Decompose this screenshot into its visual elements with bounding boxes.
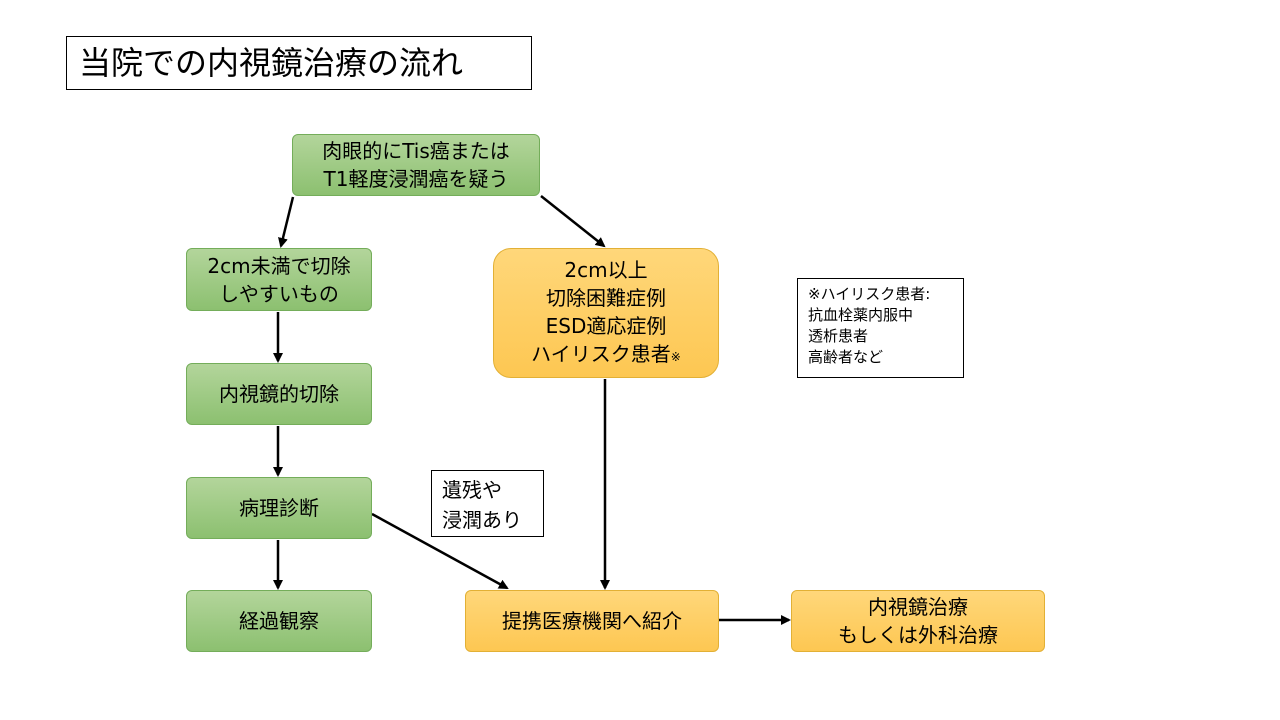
page-title: 当院での内視鏡治療の流れ	[66, 36, 532, 90]
high-risk-item: 高齢者など	[808, 348, 884, 366]
node-line: 内視鏡的切除	[219, 382, 339, 406]
node-line: 提携医療機関へ紹介	[502, 609, 682, 633]
high-risk-heading: ※ハイリスク患者:	[808, 285, 931, 303]
note-line: 遺残や	[442, 478, 502, 502]
node-line: 肉眼的にTis癌または	[322, 139, 510, 163]
node-line: もしくは外科治療	[838, 623, 998, 647]
residual-invasion-note: 遺残や 浸潤あり	[431, 470, 544, 537]
node-line: ハイリスク患者※	[531, 340, 681, 371]
node-follow-up: 経過観察	[186, 590, 372, 652]
high-risk-note: ※ハイリスク患者: 抗血栓薬内服中 透析患者 高齢者など	[797, 278, 964, 378]
high-risk-item: 抗血栓薬内服中	[808, 306, 914, 324]
node-line: T1軽度浸潤癌を疑う	[323, 167, 509, 191]
node-line: 2cm以上	[564, 257, 648, 282]
node-large-lesion: 2cm以上 切除困難症例 ESD適応症例 ハイリスク患者※	[493, 248, 719, 378]
node-treatment: 内視鏡治療 もしくは外科治療	[791, 590, 1045, 652]
arrow-start-to-large	[540, 195, 606, 248]
arrow-start-to-small	[278, 196, 295, 248]
node-line: 切除困難症例	[546, 285, 666, 310]
node-small-lesion: 2cm未満で切除 しやすいもの	[186, 248, 372, 311]
node-line: 病理診断	[239, 496, 319, 520]
node-line: 経過観察	[239, 609, 319, 633]
node-referral: 提携医療機関へ紹介	[465, 590, 719, 652]
node-endoscopic-resection: 内視鏡的切除	[186, 363, 372, 425]
node-line-text: ハイリスク患者	[531, 341, 671, 366]
footnote-mark: ※	[670, 349, 681, 364]
node-pathology: 病理診断	[186, 477, 372, 539]
high-risk-item: 透析患者	[808, 327, 869, 345]
node-suspected-tis-t1: 肉眼的にTis癌または T1軽度浸潤癌を疑う	[292, 134, 540, 196]
arrow-pathology-to-referral	[371, 512, 509, 590]
node-line: ESD適応症例	[545, 313, 667, 338]
note-line: 浸潤あり	[442, 508, 522, 532]
node-line: 内視鏡治療	[868, 595, 968, 619]
node-line: しやすいもの	[219, 281, 339, 306]
node-line: 2cm未満で切除	[207, 253, 351, 278]
